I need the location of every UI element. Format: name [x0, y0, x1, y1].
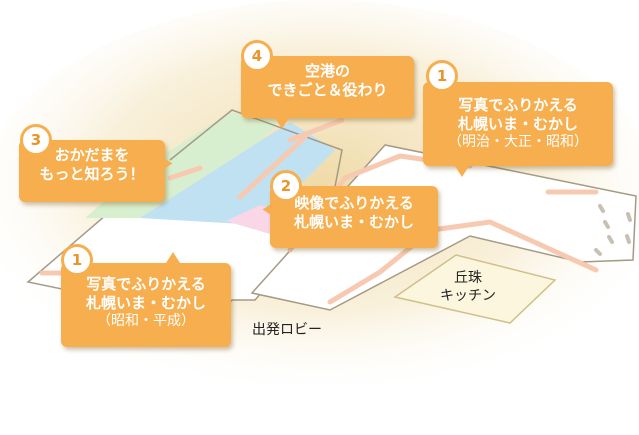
callout-pointer: [262, 202, 274, 217]
callout-airport-roles-line2: できごと＆役わり: [267, 81, 388, 100]
callout-pointer: [166, 252, 180, 263]
callout-pointer: [161, 156, 173, 171]
kitchen-area: [393, 254, 557, 324]
edge-dashes: [594, 204, 632, 256]
blue-zone: [140, 122, 335, 225]
callout-photos-showa-line2: 札幌いま・むかし: [85, 294, 206, 313]
kitchen-label-line1: 丘珠: [454, 270, 482, 286]
callout-video-line2: 札幌いま・むかし: [293, 213, 414, 232]
callout-photos-meiji-sub: （明治・大正・昭和）: [448, 134, 588, 151]
number-badge-3: 3: [20, 124, 52, 156]
callout-video-line1: 映像でふりかえる: [294, 194, 414, 212]
callout-okadama-line1: おかだまを: [54, 146, 130, 164]
callout-photos-meiji-line2: 札幌いま・むかし: [457, 115, 578, 134]
callout-photos-showa[interactable]: 写真でふりかえる 札幌いま・むかし （昭和・平成）: [61, 252, 231, 347]
callout-photos-meiji-line1: 写真でふりかえる: [458, 96, 578, 114]
callout-photos-meiji[interactable]: 写真でふりかえる 札幌いま・むかし （明治・大正・昭和）: [423, 82, 613, 177]
upper-stage-outline: [169, 109, 343, 214]
callout-pointer: [455, 166, 469, 177]
number-badge-2: 2: [270, 170, 302, 202]
kitchen-label-line2: キッチン: [440, 287, 496, 304]
callout-photos-showa-line1: 写真でふりかえる: [86, 275, 206, 293]
callout-okadama-line2: もっと知ろう！: [39, 165, 145, 184]
callout-airport-roles[interactable]: 空港の できごと＆役わり: [241, 56, 414, 129]
callout-airport-roles-line1: 空港の: [304, 62, 350, 80]
callout-pointer: [275, 118, 289, 129]
lobby-label: 出発ロビー: [252, 322, 322, 338]
number-badge-1-top: 1: [426, 60, 458, 92]
number-badge-1-bottom: 1: [61, 244, 93, 276]
kitchen-label: 丘珠 キッチン: [440, 270, 496, 305]
callout-photos-showa-sub: （昭和・平成）: [97, 313, 195, 330]
number-badge-4: 4: [241, 40, 273, 72]
